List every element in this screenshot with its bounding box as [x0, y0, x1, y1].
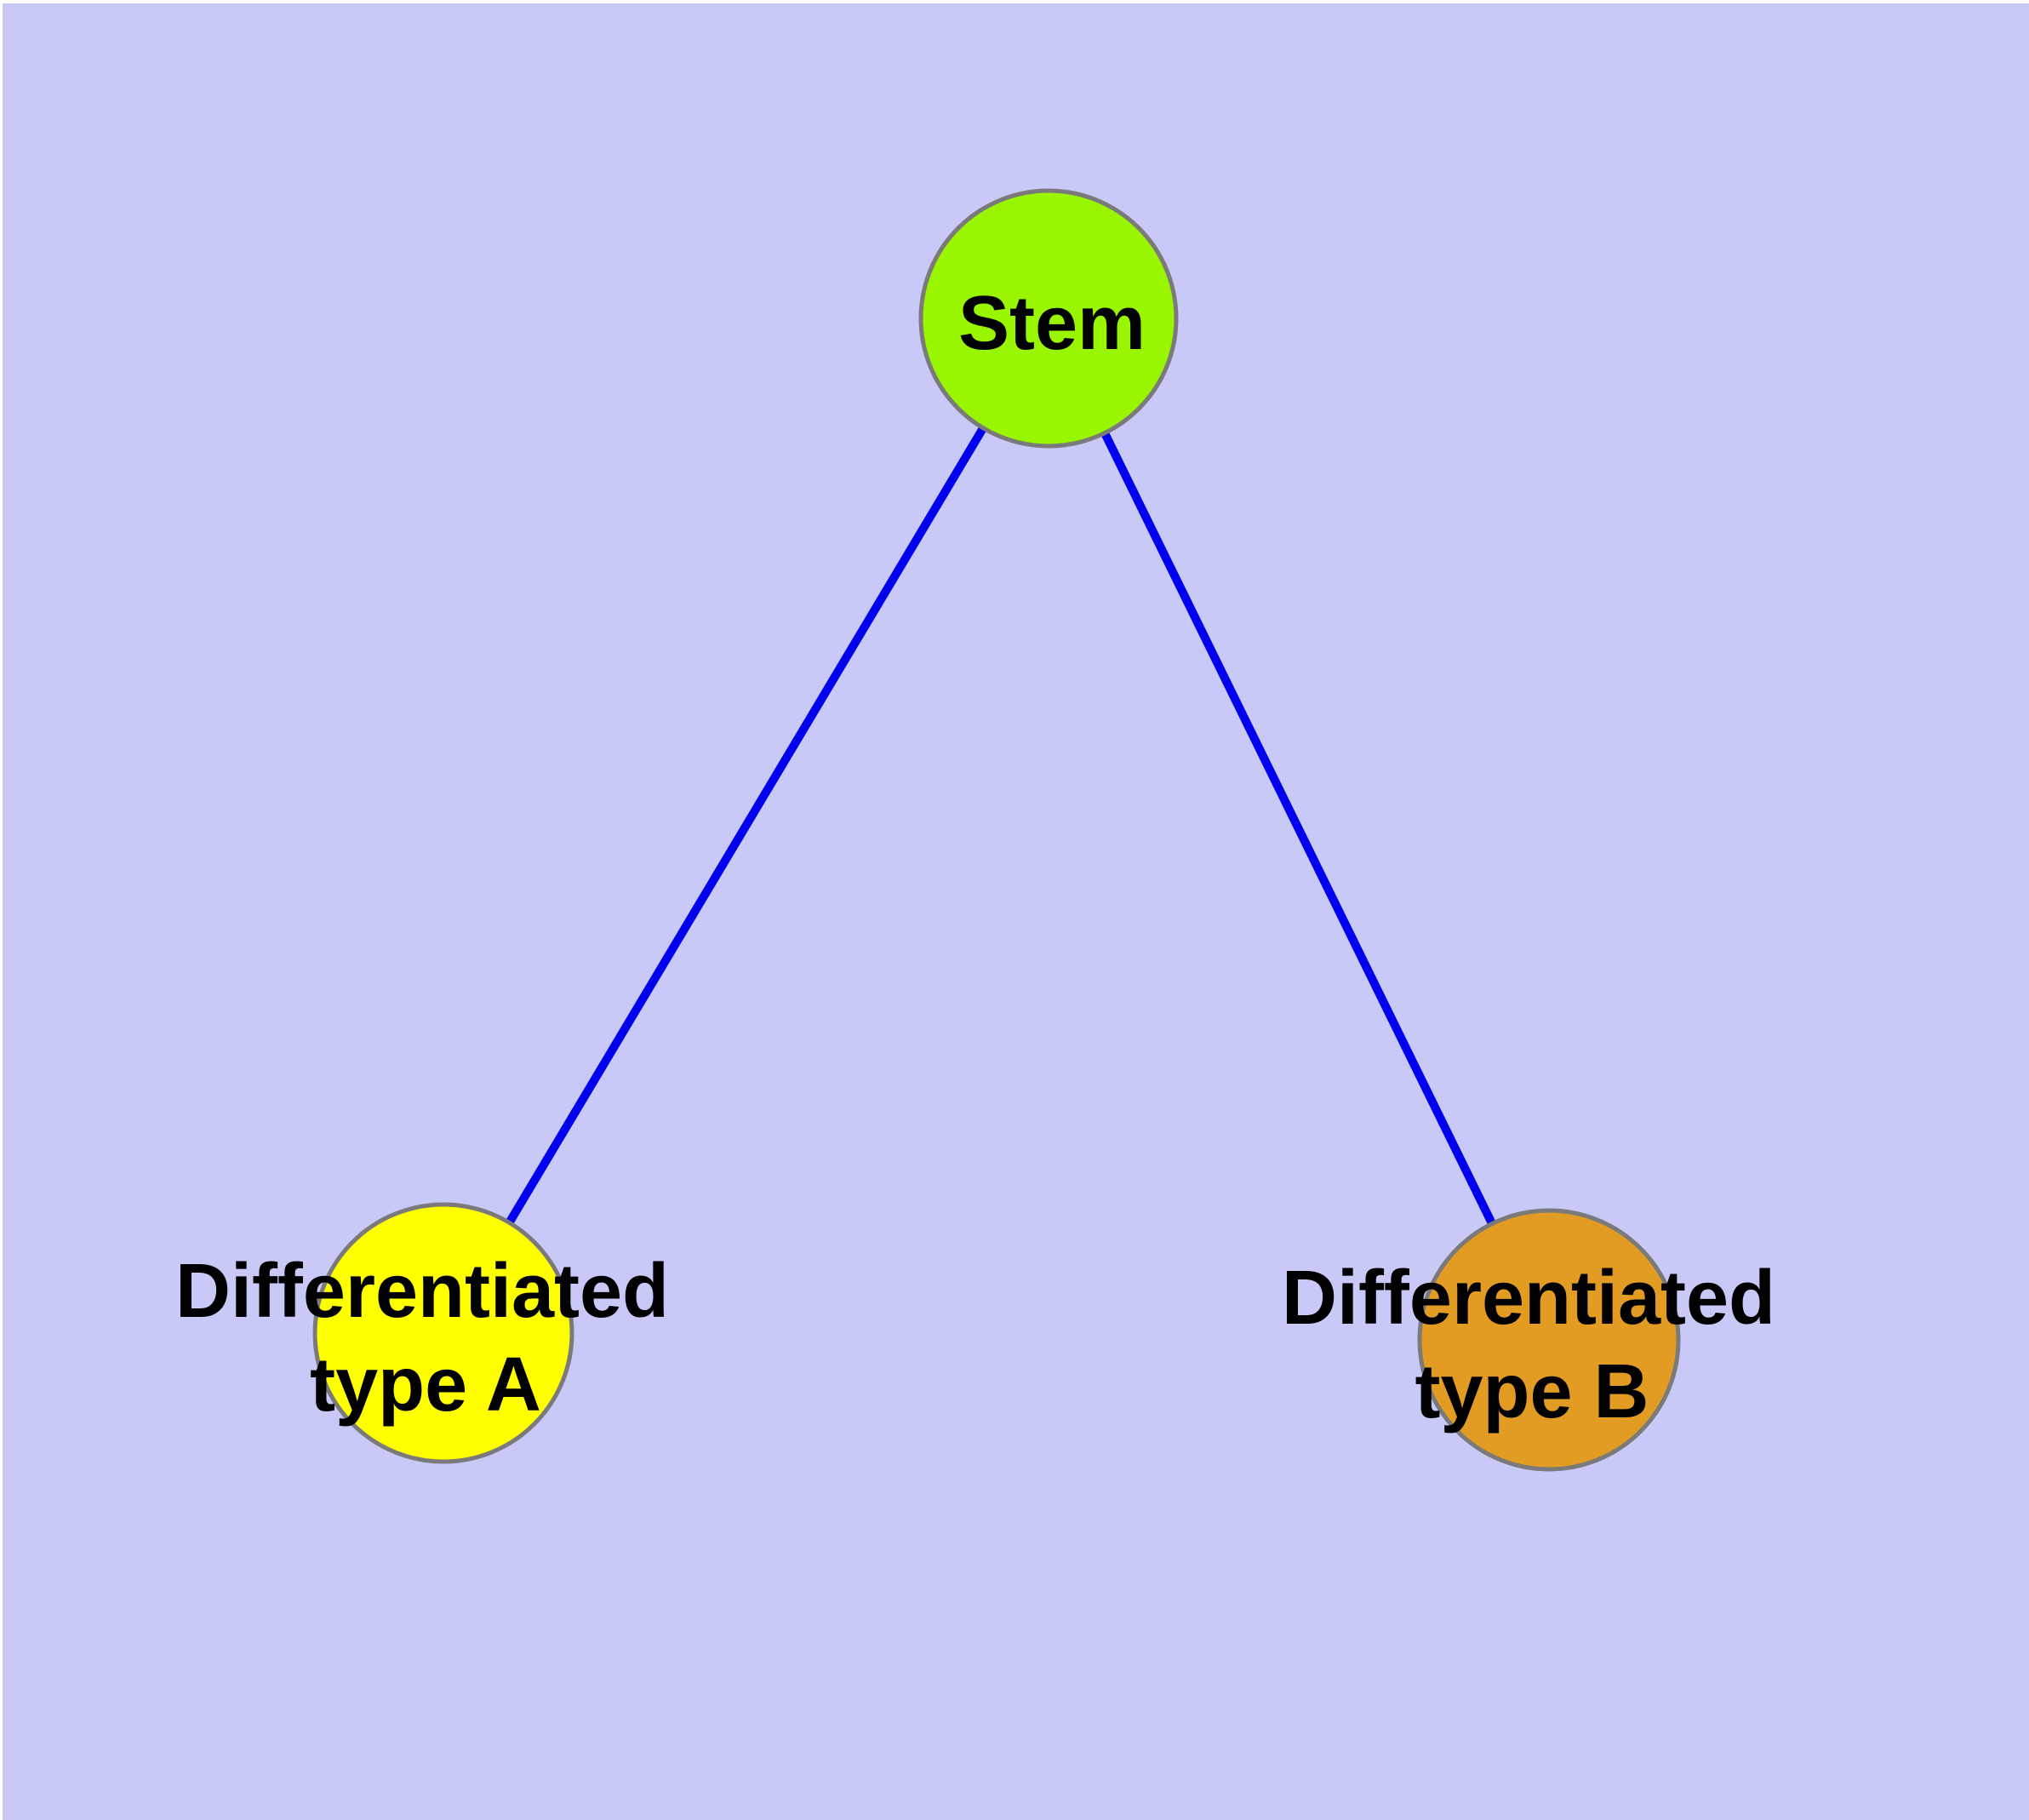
type-a-label-line2: type A: [310, 1342, 541, 1428]
labels-group: Stem Differentiated type A Differentiate…: [175, 281, 1775, 1434]
type-a-label-line1: Differentiated: [175, 1249, 669, 1334]
stem-node-label: Stem: [958, 281, 1146, 366]
nodes-group: [312, 188, 1681, 1472]
differentiated-type-a-node: [312, 1202, 574, 1464]
edge-stem-to-type-b: [1044, 316, 1553, 1342]
edge-stem-to-type-a: [439, 316, 1053, 1336]
differentiated-type-b-node: [1417, 1208, 1681, 1472]
stem-node: [918, 188, 1179, 449]
edges-group: [439, 316, 1553, 1342]
type-b-label-line1: Differentiated: [1282, 1256, 1775, 1341]
type-b-label-line2: type B: [1415, 1349, 1649, 1434]
